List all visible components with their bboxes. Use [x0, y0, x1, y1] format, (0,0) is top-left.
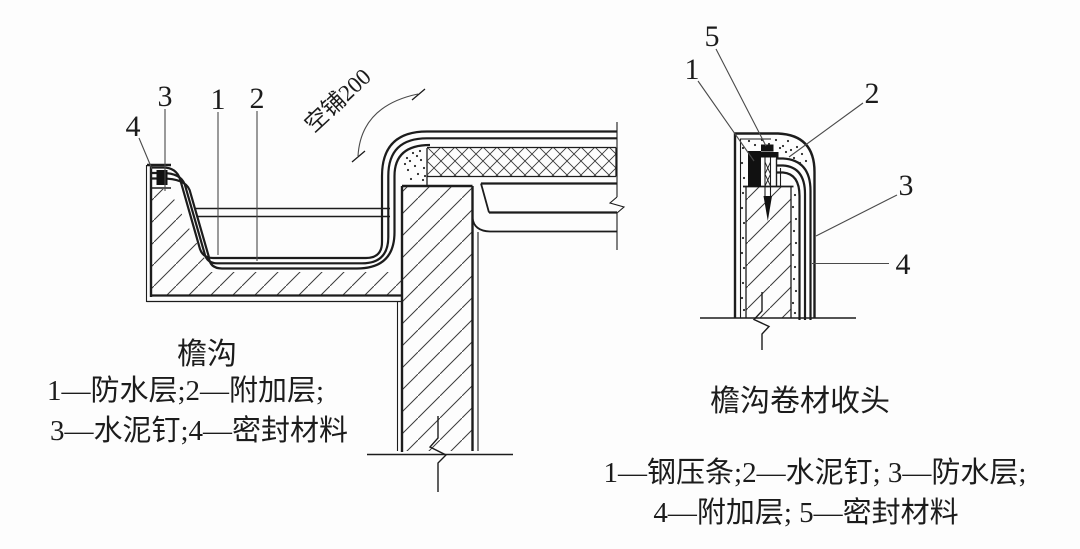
parapet-break-zigzag	[752, 292, 771, 350]
membrane-layers	[775, 157, 812, 320]
left-figure-legend-line1: 1—防水层;2—附加层;	[47, 374, 324, 407]
slab-break-zigzag	[608, 196, 626, 214]
slab-end-cut	[480, 183, 490, 213]
callout-5-leader	[715, 48, 767, 147]
callout-1-leader	[697, 80, 755, 162]
callout-label-3: 3	[899, 169, 914, 202]
steel-batten	[748, 151, 761, 187]
callout-label-4: 4	[126, 110, 141, 143]
dimension-arc	[357, 93, 419, 157]
parapet-outer-outline	[733, 132, 816, 318]
callout-2-leader	[788, 102, 864, 158]
nail-tip	[763, 196, 772, 221]
wall-break-zigzag	[428, 416, 448, 492]
eave-gutter-section-figure: 4 3 1 2 空铺200 檐沟 1—防水层;2—附加层; 3—水泥钉;4—密封…	[47, 64, 626, 492]
mortar-fillet-stipple	[403, 149, 427, 182]
dimension-tick	[351, 88, 426, 163]
insulation-crosshatch	[427, 148, 616, 176]
right-figure-legend-line1: 1—钢压条;2—水泥钉; 3—防水层;	[604, 456, 1027, 489]
callout-label-5: 5	[705, 20, 720, 53]
nail-head	[757, 152, 779, 158]
callout-label-2: 2	[250, 82, 265, 115]
sealing-material-block	[156, 170, 168, 185]
beam-slab-fillet	[471, 217, 617, 233]
core-side-edges	[745, 187, 792, 318]
callout-label-2: 2	[865, 77, 880, 110]
right-figure-title: 檐沟卷材收头	[710, 385, 890, 418]
sealing-cap	[761, 144, 774, 152]
callout-label-1: 1	[211, 83, 226, 116]
left-figure-legend-line2: 3—水泥钉;4—密封材料	[50, 414, 348, 447]
left-figure-title: 檐沟	[177, 338, 237, 371]
callout-3-leader	[815, 194, 898, 237]
callout-label-1: 1	[685, 53, 700, 86]
nail-shank-thread	[764, 161, 771, 187]
callout-4-leader	[138, 137, 153, 170]
parapet-stipple	[740, 138, 808, 315]
callout-label-4: 4	[896, 248, 911, 281]
gutter-membrane-termination-figure: 5 1 2 3 4 檐沟卷材收头 1—钢压条;2—水泥钉; 3—防水层; 4—附…	[604, 20, 1027, 529]
insulation-border	[427, 146, 617, 178]
loose-laid-annotation: 空铺200	[300, 64, 376, 137]
nail-shank	[764, 157, 772, 196]
callout-label-3: 3	[158, 80, 173, 113]
membrane-layers	[151, 130, 617, 270]
parapet-inner-border	[739, 138, 771, 318]
right-figure-legend-line2: 4—附加层; 5—密封材料	[653, 496, 958, 529]
gutter-concrete-hatching	[152, 187, 472, 451]
